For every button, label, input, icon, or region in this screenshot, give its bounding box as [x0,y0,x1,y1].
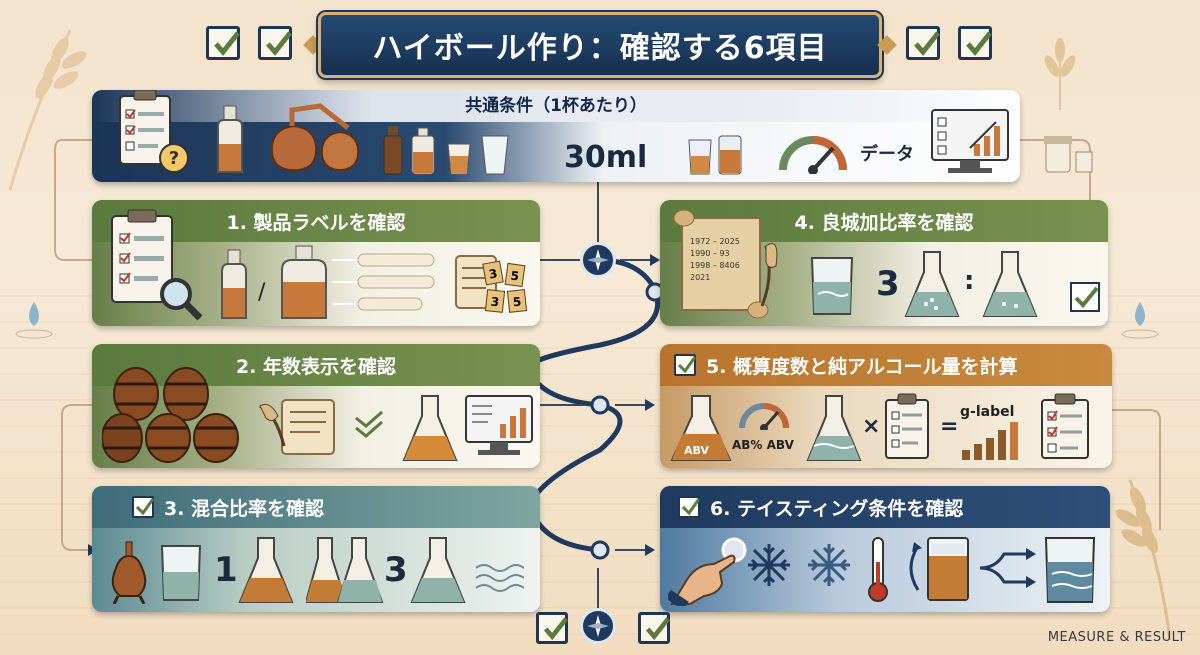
step-5-card: 5. 概算度数と純アルコール量を計算 ABV AB% ABV × = g-lab… [660,344,1112,468]
flask-icon [402,395,458,461]
year-entry: 1990 – 93 [690,249,730,258]
measuring-cups-icon [688,135,742,175]
ratio-number: 1 [214,550,238,590]
check-arrows-icon [355,410,383,438]
snowflake-icon [748,544,790,586]
abv-percent-label: AB% ABV [732,438,794,452]
clipboard-question-icon: ? [119,90,189,173]
number-cards: 3 5 3 5 [482,260,528,316]
bottle-label-icon [281,245,327,319]
checkbox-icon [906,26,940,60]
wheat-right-icon [1115,479,1172,640]
step-6-title: 6. テイスティング条件を確認 [710,497,964,520]
step-5-title: 5. 概算度数と純アルコール量を計算 [706,355,1018,378]
page-title: ハイボール作り：確認する6項目 [372,31,828,66]
scroll-icon [673,209,778,319]
wheat-top-right-icon [1044,38,1076,110]
step-2-title: 2. 年数表示を確認 [92,344,540,386]
number-card: 3 [484,289,506,313]
checkbox-icon [536,612,569,644]
step-1-card: 1. 製品ラベルを確認 / 3 5 3 5 [92,200,540,326]
compass-node-bottom [580,608,616,644]
monitor-chart-icon [465,395,533,455]
gauge-icon [779,136,847,174]
flask-icon [410,537,466,603]
checkbox-icon [674,354,697,376]
number-card: 3 [482,260,504,286]
ratio-number: 3 [384,550,408,590]
thermometer-icon [868,537,888,602]
step-4-card: 4. 良城加比率を確認 1972 – 2025 1990 – 93 1998 –… [660,200,1108,326]
rotate-arrows-icon [909,542,922,591]
step-3-header: 3. 混合比率を確認 [92,486,540,528]
flask-abv-icon [670,395,732,461]
year-entry: 1998 – 8406 [690,261,740,270]
label-lines-icon [332,253,435,311]
checkbox-icon [132,496,155,518]
year-entry: 2021 [690,273,711,282]
year-list: 1972 – 2025 1990 – 93 1998 – 8406 2021 [690,236,760,284]
common-heading: 共通条件（1杯あたり） [92,90,1020,122]
number-card: 5 [504,262,526,288]
branch-arrows-icon [979,548,1036,588]
step-6-header: 6. テイスティング条件を確認 [660,486,1110,528]
checkbox-icon [958,26,992,60]
number-card: 5 [506,289,528,313]
bar-chart-icon [962,422,1018,460]
step-6-card: 6. テイスティング条件を確認 [660,486,1110,612]
abv-label: ABV [684,444,709,457]
bottle-icon [217,105,243,173]
beaker-icon [810,257,854,315]
jar-icon [1044,136,1093,173]
checkbox-icon [678,496,701,518]
data-label: データ [860,144,914,165]
water-drop-icon [1121,302,1159,339]
water-drop-icon [15,302,53,339]
checkbox-icon [638,612,671,644]
ratio-number: 3 [876,264,900,304]
step-2-card: 2. 年数表示を確認 [92,344,540,468]
checkbox-icon [206,26,240,60]
clipboard-magnifier-icon [111,209,203,321]
checkbox-icon [258,26,292,60]
flask-icon [806,395,862,461]
bottles-glasses-icon [383,126,509,175]
pointing-hand-icon [668,537,747,606]
step-3-title: 3. 混合比率を確認 [164,497,325,520]
mixed-flasks-icon [306,537,384,603]
slash-divider: / [258,280,266,305]
common-amount: 30ml [564,140,648,175]
beaker-icon [160,545,202,601]
snowflake-icon [808,544,850,586]
flask-icon [238,537,294,603]
clipboard-icon [1041,393,1089,459]
common-conditions-panel: 共通条件（1杯あたり） ? 30ml データ [92,90,1020,182]
gauge-icon [739,403,789,430]
flask-icon [904,251,960,317]
flask-icon [982,251,1038,317]
wheat-left-icon [8,29,87,191]
times-operator: × [862,414,881,439]
footer-caption: MEASURE & RESULT [1047,630,1186,645]
monitor-chart-icon [931,109,1009,173]
pot-still-icon [270,103,360,171]
step-3-card: 3. 混合比率を確認 1 3 [92,486,540,612]
clipboard-icon [885,393,929,459]
step-5-header: 5. 概算度数と純アルコール量を計算 [660,344,1112,386]
glass-icon [927,537,969,601]
compass-node-top [580,242,616,278]
checkbox-icon [1070,282,1100,312]
equals-operator: = [940,414,959,439]
still-icon [111,541,147,604]
ratio-separator: : [964,266,975,296]
bottle-icon [221,249,247,319]
quill-scroll-icon [259,399,335,455]
svg-text:?: ? [169,148,179,169]
g-label: g-label [960,404,1015,420]
beaker-icon [1044,537,1096,603]
year-entry: 1972 – 2025 [690,237,740,246]
water-waves-icon [475,564,524,592]
title-banner: ハイボール作り：確認する6項目 [318,12,882,78]
barrels-icon [102,367,239,463]
